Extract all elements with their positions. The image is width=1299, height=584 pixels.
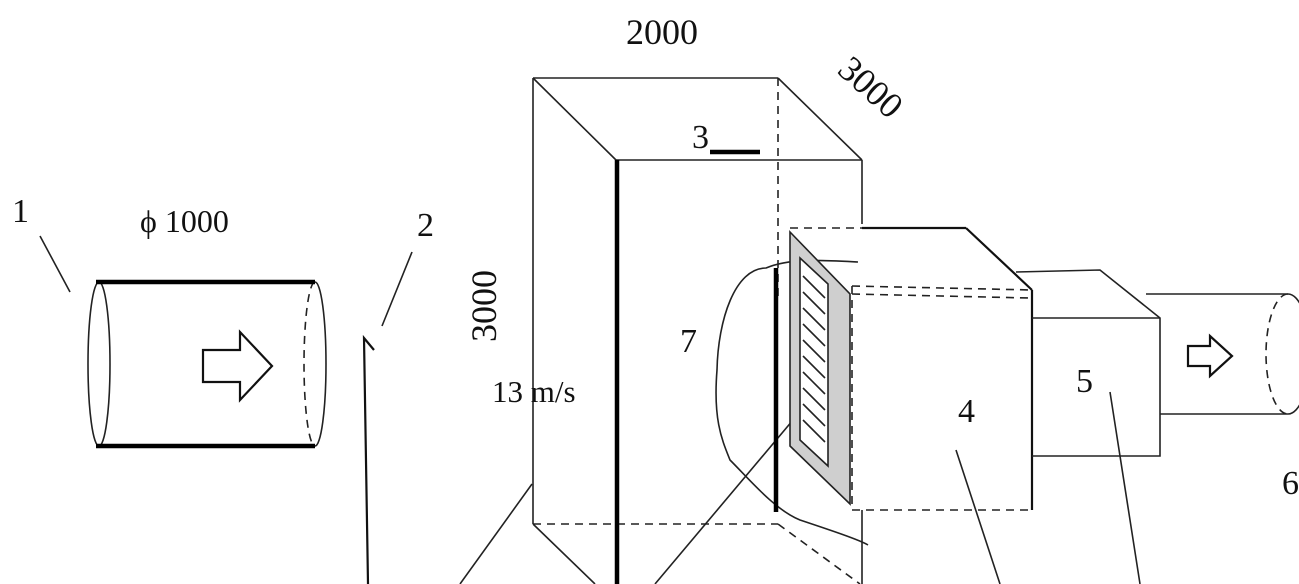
depth-dimension-label: 3000	[831, 48, 911, 126]
diameter-label: ϕ 1000	[140, 203, 229, 239]
label-1: 1	[12, 193, 29, 230]
label-5: 5	[1076, 363, 1093, 400]
label-3: 3	[692, 119, 709, 156]
inlet-pipe	[39, 235, 327, 449]
probe-2	[362, 251, 413, 584]
label-4: 4	[958, 393, 975, 430]
outlet-arrow-icon	[1186, 333, 1234, 379]
label-7: 7	[680, 323, 697, 360]
settling-chamber	[459, 77, 863, 584]
contraction-box-4	[790, 226, 1034, 584]
flow-arrow-icon	[201, 329, 274, 403]
label-2: 2	[417, 207, 434, 244]
velocity-label: 13 m/s	[492, 374, 576, 409]
honeycomb-screen	[715, 230, 869, 546]
label-6: 6	[1282, 465, 1299, 502]
outlet-pipe	[1146, 293, 1299, 415]
height-dimension-label: 3000	[464, 270, 504, 342]
test-section-5	[1015, 269, 1161, 584]
top-dimension-label: 2000	[626, 12, 698, 52]
